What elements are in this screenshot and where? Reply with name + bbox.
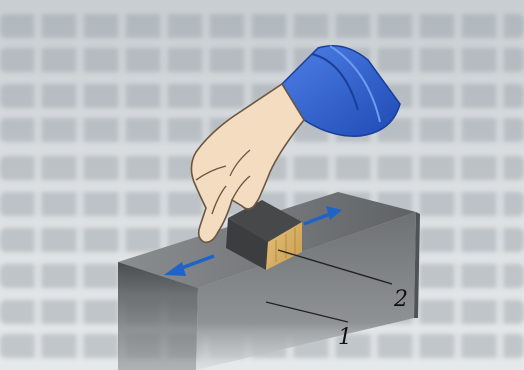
callout-1: 1 [338, 325, 352, 350]
callout-2: 2 [393, 287, 408, 312]
